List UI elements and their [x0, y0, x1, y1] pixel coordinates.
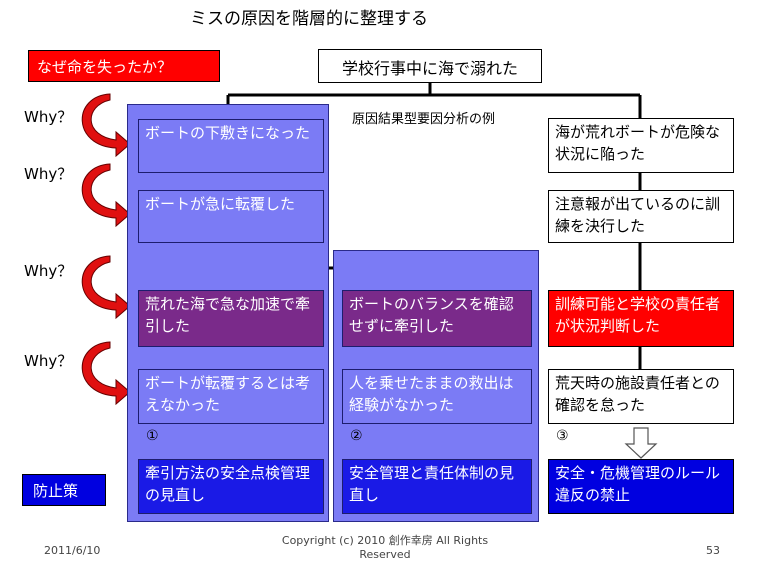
why-label: Why？: [24, 108, 73, 126]
cause-box: 荒れた海で急な加速で牽引した: [138, 290, 324, 347]
why-label: Why？: [24, 165, 73, 183]
prevention-measure-box: 牽引方法の安全点検管理の見直し: [138, 459, 324, 514]
page-title: ミスの原因を階層的に整理する: [190, 9, 428, 29]
cause-box: ボートが急に転覆した: [138, 190, 324, 243]
footer-date: 2011/6/10: [44, 544, 101, 557]
column-number: ②: [350, 428, 363, 444]
cause-box: 荒天時の施設責任者との確認を怠った: [548, 369, 734, 424]
cause-box: ボートが転覆するとは考えなかった: [138, 369, 324, 424]
cause-box: 訓練可能と学校の責任者が状況判断した: [548, 290, 734, 347]
page-number: 53: [706, 544, 720, 557]
cause-box: ボートのバランスを確認せずに牽引した: [342, 290, 532, 347]
cause-box: 海が荒れボートが危険な状況に陥った: [548, 118, 734, 173]
caption-label: 原因結果型要因分析の例: [352, 112, 496, 127]
why-label: Why？: [24, 352, 73, 370]
footer-copyright: Copyright (c) 2010 創作幸房 All Rights Reser…: [281, 534, 489, 561]
root-event-box: 学校行事中に海で溺れた: [318, 49, 542, 83]
prevention-measure-box: 安全管理と責任体制の見直し: [342, 459, 532, 514]
prevention-measure-box: 安全・危機管理のルール違反の禁止: [548, 459, 734, 514]
question-label: なぜ命を失ったか？: [28, 50, 220, 82]
why-label: Why？: [24, 262, 73, 280]
cause-box: 注意報が出ているのに訓練を決行した: [548, 190, 734, 243]
column-number: ③: [556, 428, 569, 444]
column-number: ①: [146, 428, 159, 444]
cause-box: ボートの下敷きになった: [138, 119, 324, 173]
cause-box: 人を乗せたままの救出は経験がなかった: [342, 369, 532, 424]
prevention-label: 防止策: [22, 474, 106, 506]
